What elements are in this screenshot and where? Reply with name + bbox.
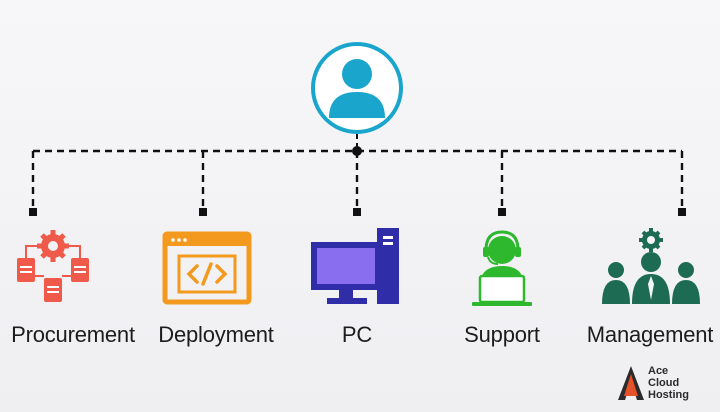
ace-logo-icon xyxy=(618,366,644,400)
code-window-icon xyxy=(162,231,252,305)
drop-lines xyxy=(31,151,684,210)
node-label-procurement: Procurement xyxy=(11,322,135,347)
node-deployment xyxy=(137,228,277,308)
procurement-gear-documents-icon xyxy=(17,230,89,302)
ace-cloud-hosting-logo: Ace Cloud Hosting xyxy=(618,362,710,404)
drop-end-dots xyxy=(29,208,686,216)
node-support xyxy=(432,228,572,308)
headset-agent-laptop-icon xyxy=(472,230,532,306)
node-label-support: Support xyxy=(464,322,540,347)
team-gear-icon xyxy=(602,228,700,304)
node-management xyxy=(581,228,720,308)
logo-line-1: Ace xyxy=(648,365,669,377)
node-label-management: Management xyxy=(586,322,714,347)
node-procurement xyxy=(0,228,123,308)
logo-line-2: Cloud xyxy=(648,377,680,389)
node-pc xyxy=(287,228,427,308)
desktop-computer-icon xyxy=(311,228,399,304)
node-label-deployment: Deployment xyxy=(158,322,274,347)
user-avatar-icon xyxy=(329,59,385,118)
node-label-pc: PC xyxy=(341,322,373,347)
logo-line-3: Hosting xyxy=(648,389,689,401)
